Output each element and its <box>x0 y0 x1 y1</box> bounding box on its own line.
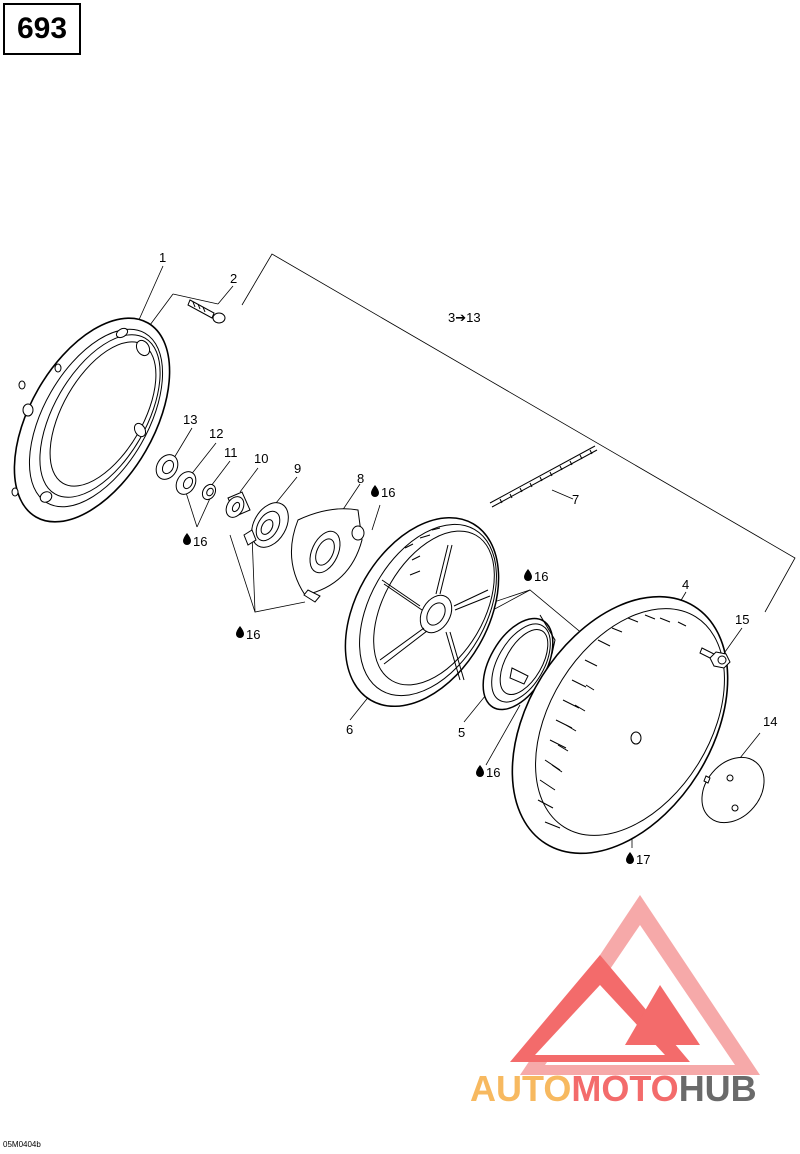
svg-text:AUTOMOTOHUB: AUTOMOTOHUB <box>470 1068 757 1109</box>
lubricant-drop-icon <box>476 765 484 777</box>
part-1-backing-plate <box>11 317 171 523</box>
part-15-bolt <box>699 647 731 669</box>
part-14-cover <box>701 756 765 824</box>
part-8-pawl <box>290 508 365 603</box>
callout-14: 14 <box>763 714 777 729</box>
part-13-seal <box>155 454 179 480</box>
part-6-rope-pulley <box>344 516 500 708</box>
callout-16-lube: 16 <box>193 534 207 549</box>
callout-3-13: 3➔13 <box>448 310 481 325</box>
callout-10: 10 <box>254 451 268 466</box>
callout-16-lube: 16 <box>246 627 260 642</box>
callout-16-lube: 16 <box>486 765 500 780</box>
callout-labels: 1 2 3➔13 4 5 6 7 8 9 10 11 12 13 14 15 1… <box>159 250 777 867</box>
part-2-screw <box>187 299 226 324</box>
callout-12: 12 <box>209 426 223 441</box>
lubricant-drop-icons <box>183 485 634 864</box>
callout-6: 6 <box>346 722 353 737</box>
callout-5: 5 <box>458 725 465 740</box>
callout-11: 11 <box>224 445 238 460</box>
callout-8: 8 <box>357 471 364 486</box>
callout-7: 7 <box>572 492 579 507</box>
callout-15: 15 <box>735 612 749 627</box>
part-4-housing <box>511 595 729 855</box>
callout-16-lube: 16 <box>381 485 395 500</box>
part-7-rope <box>489 445 598 508</box>
callout-4: 4 <box>682 577 689 592</box>
lubricant-drop-icon <box>371 485 379 497</box>
callout-17-lube: 17 <box>636 852 650 867</box>
callout-9: 9 <box>294 461 301 476</box>
watermark-text-auto: AUTO <box>470 1068 571 1109</box>
part-11-spacer <box>201 483 217 501</box>
watermark-logo-icon <box>510 895 760 1075</box>
page-number: 693 <box>3 3 81 55</box>
lubricant-drop-icon <box>236 626 244 638</box>
drawing-code: 05M0404b <box>3 1140 41 1149</box>
lubricant-drop-icon <box>626 852 634 864</box>
callout-2: 2 <box>230 271 237 286</box>
part-9-hub <box>243 502 289 548</box>
lubricant-drop-icon <box>183 533 191 545</box>
watermark-text-hub: HUB <box>679 1068 757 1109</box>
callout-16-lube: 16 <box>534 569 548 584</box>
watermark-text-moto: MOTO <box>571 1068 678 1109</box>
lubricant-drop-icon <box>524 569 532 581</box>
callout-13: 13 <box>183 412 197 427</box>
part-10-bushing <box>225 491 251 518</box>
part-12-washer <box>175 471 197 495</box>
callout-1: 1 <box>159 250 166 265</box>
automotohub-watermark: AUTOMOTOHUB <box>470 895 760 1109</box>
